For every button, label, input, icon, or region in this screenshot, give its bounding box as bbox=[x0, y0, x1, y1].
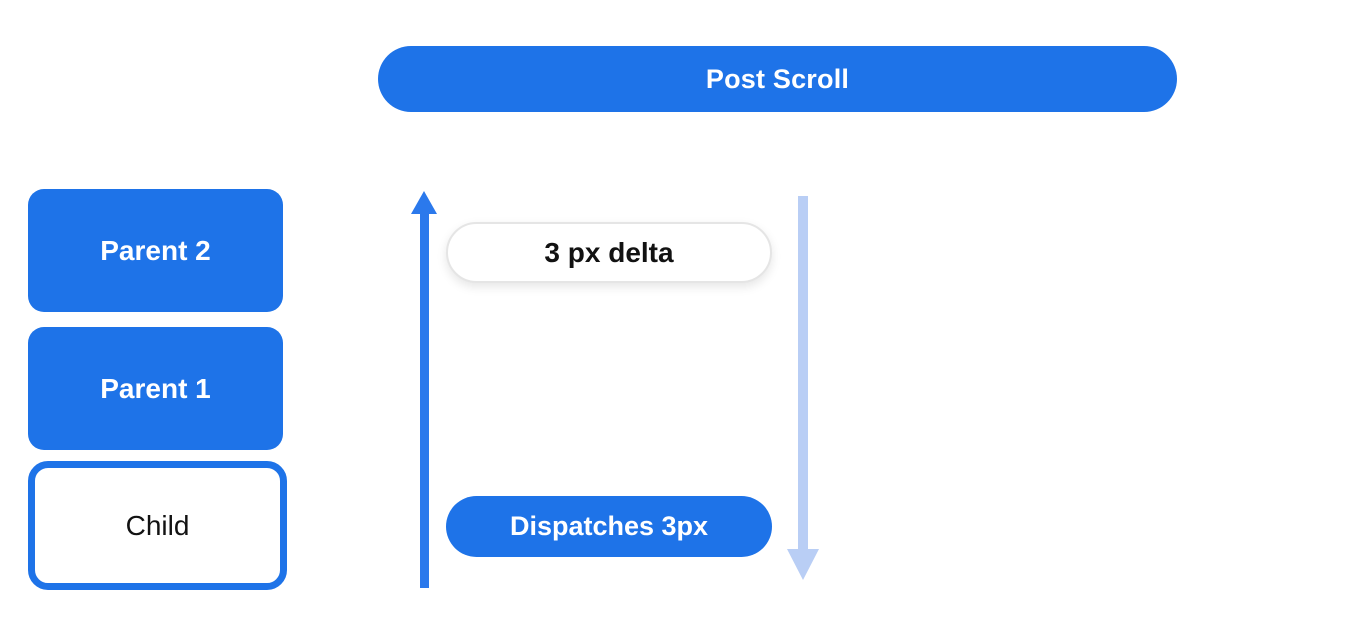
dispatch-annotation-label: Dispatches 3px bbox=[509, 511, 709, 541]
up-arrow-shaft bbox=[420, 212, 429, 588]
node-parent-2: Parent 2 bbox=[28, 189, 283, 312]
node-child: Child bbox=[28, 461, 287, 590]
node-child-label: Child bbox=[125, 509, 190, 541]
delta-annotation-label: 3 px delta bbox=[544, 236, 674, 268]
post-scroll-header: Post Scroll bbox=[378, 46, 1177, 112]
dispatch-annotation: Dispatches 3px bbox=[446, 496, 772, 557]
up-arrow-head-icon bbox=[411, 191, 437, 214]
down-arrow-shaft bbox=[798, 196, 808, 550]
delta-annotation: 3 px delta bbox=[446, 222, 772, 283]
post-scroll-header-label: Post Scroll bbox=[705, 63, 850, 94]
node-parent-1: Parent 1 bbox=[28, 327, 283, 450]
node-parent-2-label: Parent 2 bbox=[100, 234, 211, 266]
down-arrow-head-icon bbox=[787, 549, 819, 580]
node-parent-1-label: Parent 1 bbox=[100, 372, 211, 404]
